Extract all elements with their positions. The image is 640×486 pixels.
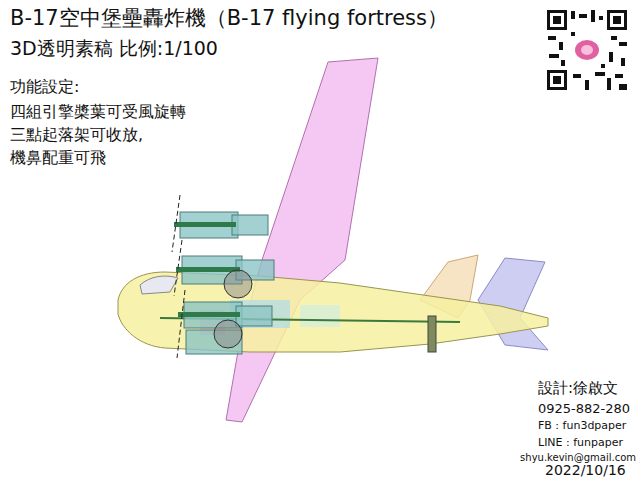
title: B-17空中堡壘轟炸機（B-17 flying fortress） <box>10 6 448 30</box>
feature-item: 四組引擎槳葉可受風旋轉 <box>10 103 186 121</box>
facebook: FB : fun3dpaper <box>538 420 626 433</box>
phone: 0925-882-280 <box>538 402 630 417</box>
email: shyu.kevin@gmail.com <box>520 452 636 464</box>
feature-item: 三點起落架可收放, <box>10 126 143 144</box>
feature-heading: 功能設定: <box>10 78 79 96</box>
feature-item: 機鼻配重可飛 <box>10 149 106 167</box>
date: 2022/10/16 <box>545 462 626 478</box>
designer: 設計:徐啟文 <box>538 380 618 397</box>
line-id: LINE : funpaper <box>538 437 623 450</box>
subtitle: 3D透明素稿 比例:1/100 <box>10 38 218 60</box>
